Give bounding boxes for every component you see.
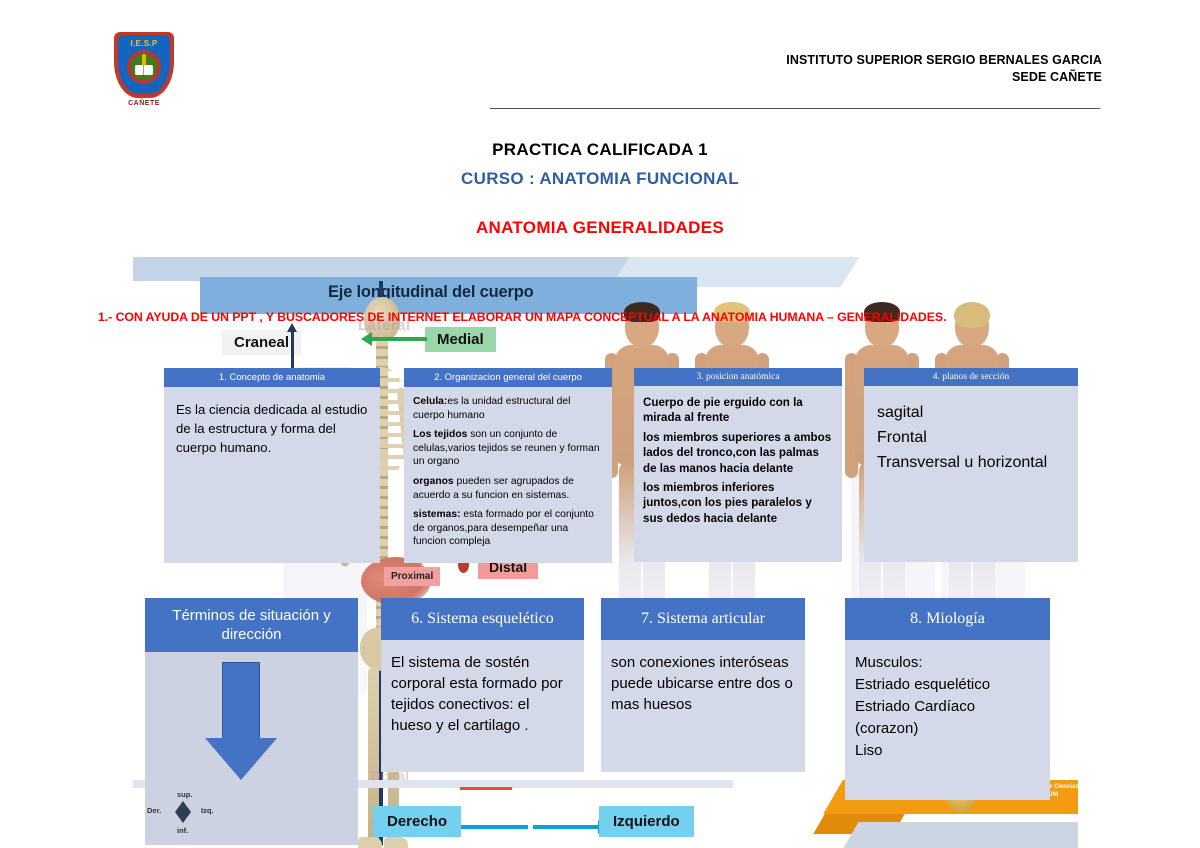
compass-label-inf: inf. [177,826,189,835]
concept-box-2-rest: esta formado por el conjunto de organos,… [413,509,594,548]
compass-label-der: Der. [147,806,162,815]
concept-box-2-lead: Celula: [413,396,448,407]
person-hair [864,302,900,322]
institution-name-line2: SEDE CAÑETE [1011,70,1102,84]
header-divider [490,108,1100,109]
down-arrow-icon [203,662,278,782]
concept-box-8: 8. Miología Musculos: Estriado esqueléti… [845,598,1050,800]
concept-box-4-title: 4. planos de sección [864,368,1078,386]
concept-box-3-body: Cuerpo de pie erguido con la mirada al f… [634,386,842,562]
concept-box-8-line: Liso [855,742,883,759]
concept-box-2-lead: organos [413,475,454,487]
fcm-banner-gray-shape [843,822,1078,848]
title-block: PRACTICA CALIFICADA 1 CURSO : ANATOMIA F… [0,140,1200,238]
medial-arrow-icon [361,332,427,346]
concept-box-1-title: 1. Concepto de anatomia [164,368,380,387]
skeleton-foot-left [358,837,382,848]
person-hair [624,302,660,322]
person-arm-left [845,353,858,478]
concept-box-4: 4. planos de sección sagital Frontal Tra… [864,368,1078,562]
concept-box-7: 7. Sistema articular son conexiones inte… [601,598,805,772]
concept-box-6-title: 6. Sistema esquelético [381,598,584,640]
concept-box-6: 6. Sistema esquelético El sistema de sos… [381,598,584,772]
concept-box-2-paragraph: Los tejidos son un conjunto de celulas,v… [413,428,603,469]
proximal-label: Proximal [384,567,441,586]
craneal-arrow-icon [287,323,297,378]
concept-box-8-line: Musculos: [855,654,923,671]
person-hair [714,302,750,322]
medial-label: Medial [425,327,496,352]
compass-north-shape [175,801,191,812]
concept-box-1-body: Es la ciencia dedicada al estudio de la … [164,387,380,563]
logo-title-text: I.E.S.P [130,39,158,48]
practice-title: PRACTICA CALIFICADA 1 [492,140,708,159]
logo-book-icon [135,65,153,75]
izquierdo-arrow-icon [533,820,610,834]
instruction-text: 1.- CON AYUDA DE UN PPT , Y BUSCADORES D… [98,310,947,324]
concept-box-2-rest: es la unidad estructural del cuerpo huma… [413,396,571,421]
concept-box-8-line: Estriado Cardíaco (corazon) [855,698,976,737]
institution-name-block: INSTITUTO SUPERIOR SERGIO BERNALES GARCI… [786,52,1102,86]
concept-box-3-paragraph: los miembros inferiores juntos,con los p… [643,481,812,525]
person-leg-divider [731,495,733,631]
compass-south-shape [175,812,191,823]
concept-box-5-title: Términos de situación y dirección [145,598,358,652]
concept-box-1: 1. Concepto de anatomia Es la ciencia de… [164,368,380,563]
logo-subtitle-text: CAÑETE [128,100,160,107]
concept-box-2-paragraph: Celula:es la unidad estructural del cuer… [413,395,603,422]
figure-axis-band [200,277,697,314]
concept-box-8-title: 8. Miología [845,598,1050,640]
concept-box-4-line: sagital [877,404,924,421]
concept-box-8-line: Estriado esquelético [855,676,991,693]
concept-box-2-paragraph: sistemas: esta formado por el conjunto d… [413,508,603,549]
person-leg-divider [971,495,973,631]
topic-title: ANATOMIA GENERALIDADES [475,218,725,237]
figure-red-underline [460,787,512,790]
concept-box-4-line: Frontal [877,429,927,446]
concept-box-7-line: son conexiones interóseas [611,654,789,671]
concept-box-7-title: 7. Sistema articular [601,598,805,640]
skeleton-leg-left [368,667,379,842]
concept-box-3-paragraph: Cuerpo de pie erguido con la mirada al f… [643,396,803,425]
course-title: CURSO : ANATOMIA FUNCIONAL [461,169,739,188]
derecho-label: Derecho [373,806,462,837]
person-leg-divider [881,495,883,631]
concept-box-4-line: Transversal u horizontal [877,454,1048,471]
institution-logo: I.E.S.P CAÑETE [108,32,180,118]
concept-box-4-body: sagital Frontal Transversal u horizontal [864,386,1078,562]
lateral-watermark: Lateral [358,317,411,334]
person-leg-divider [641,495,643,631]
institution-name-line1: INSTITUTO SUPERIOR SERGIO BERNALES GARCI… [786,53,1102,67]
skeleton-foot-right [384,837,408,848]
compass-label-sup: sup. [177,790,193,799]
concept-box-2-paragraph: organos pueden ser agrupados de acuerdo … [413,475,603,502]
concept-box-3-title: 3. posicion anatómica [634,368,842,386]
craneal-label: Craneal [222,330,302,355]
concept-box-7-line: puede ubicarse entre dos o mas huesos [611,675,793,713]
concept-box-2-rest: pueden ser agrupados de acuerdo a su fun… [413,475,574,501]
concept-box-2-title: 2. Organizacion general del cuerpo [404,368,612,387]
concept-box-2-rest: son un conjunto de celulas,varios tejido… [413,429,600,468]
concept-box-2-lead: Los tejidos [413,429,468,441]
orientation-compass-icon: sup. Der. Izq. inf. [147,790,221,836]
document-header: I.E.S.P CAÑETE INSTITUTO SUPERIOR SERGIO… [0,0,1200,120]
logo-torch-icon [142,54,146,66]
concept-box-6-body: El sistema de sostén corporal esta forma… [381,640,584,772]
figure-bottom-band [133,780,733,788]
concept-box-3: 3. posicion anatómica Cuerpo de pie ergu… [634,368,842,562]
concept-box-2-body: Celula:es la unidad estructural del cuer… [404,387,612,563]
izquierdo-label: Izquierdo [599,806,694,837]
person-hair [954,302,990,328]
down-arrow-head [205,738,277,780]
concept-box-2-lead: sistemas: [413,509,461,521]
down-arrow-stem [222,662,260,740]
concept-box-7-body: son conexiones interóseas puede ubicarse… [601,640,805,772]
concept-box-3-paragraph: los miembros superiores a ambos lados de… [643,430,832,475]
concept-box-8-body: Musculos: Estriado esquelético Estriado … [845,640,1050,800]
concept-box-2: 2. Organizacion general del cuerpo Celul… [404,368,612,563]
compass-label-izq: Izq. [201,806,214,815]
